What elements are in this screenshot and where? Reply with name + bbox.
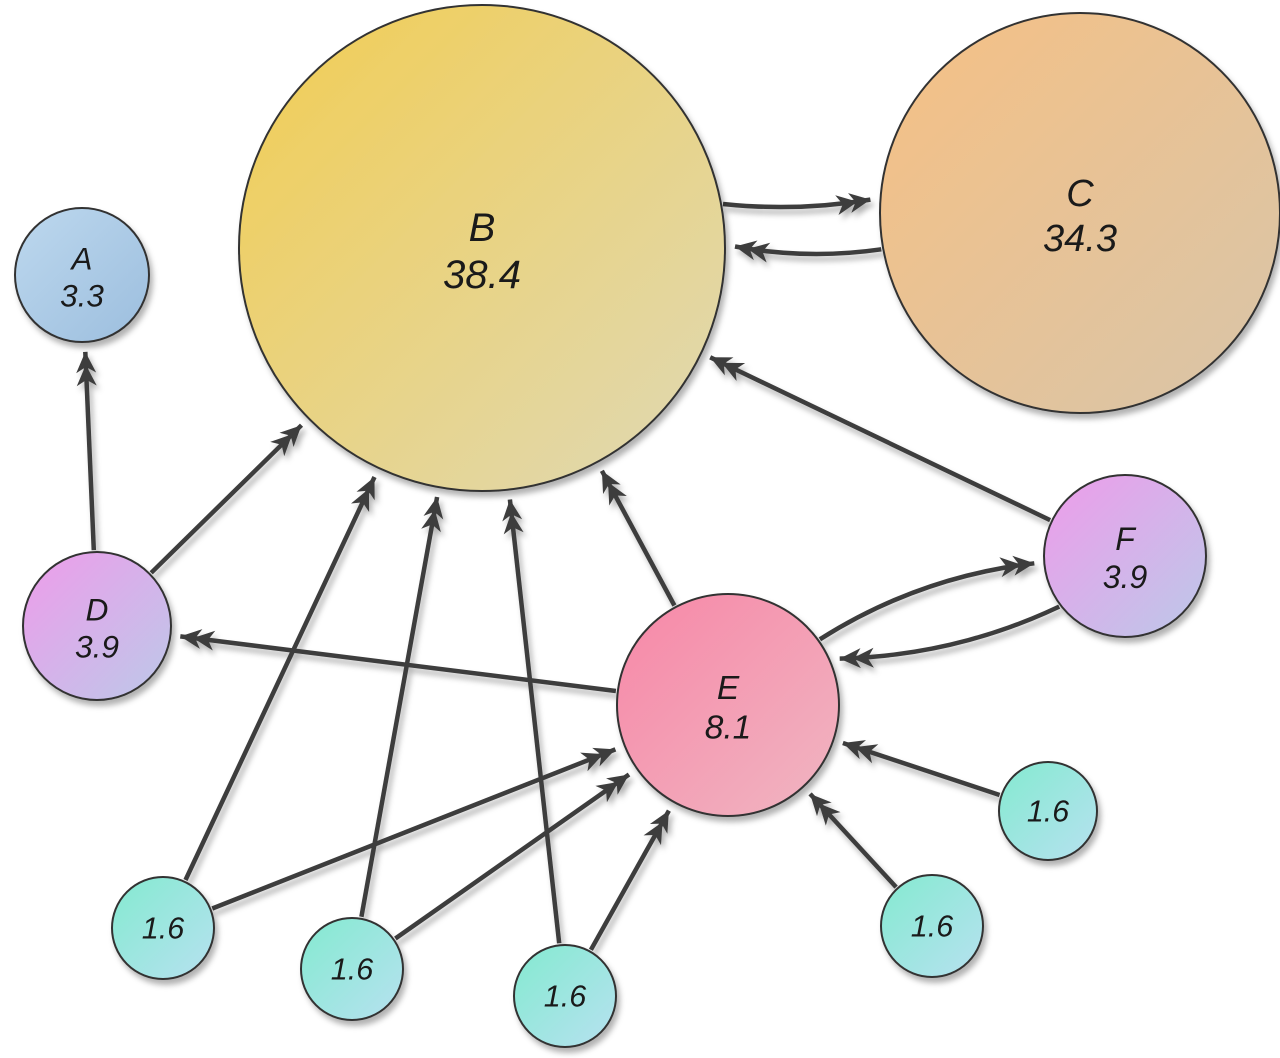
edge-s3-to-B xyxy=(502,499,562,944)
edge-F-to-E xyxy=(839,604,1061,669)
edge-s2-to-B xyxy=(359,496,444,918)
node-value-D: 3.9 xyxy=(75,629,119,665)
edge-E-to-D xyxy=(180,629,617,694)
node-label-E: E xyxy=(717,670,740,707)
node-A: A3.3 xyxy=(14,207,150,343)
node-value-s2: 1.6 xyxy=(331,953,375,987)
node-value-F: 3.9 xyxy=(1103,559,1148,595)
node-s5: 1.6 xyxy=(998,761,1098,861)
edge-s5-to-E xyxy=(842,740,1001,798)
node-D: D3.9 xyxy=(22,551,172,701)
edge-D-to-B xyxy=(149,423,304,575)
node-value-E: 8.1 xyxy=(705,710,752,747)
edge-s2-to-E xyxy=(394,772,631,941)
node-value-s3: 1.6 xyxy=(544,980,588,1014)
nodes-layer: A3.3B38.4C34.3D3.9E8.1F3.91.61.61.61.61.… xyxy=(14,4,1280,1048)
edge-s4-to-E xyxy=(808,792,898,889)
node-circle-s1 xyxy=(111,876,215,980)
node-value-C: 34.3 xyxy=(1043,218,1117,260)
edge-D-to-A xyxy=(76,351,97,551)
node-circle-s3 xyxy=(513,944,617,1048)
node-circle-s5 xyxy=(998,761,1098,861)
edges-layer xyxy=(76,193,1061,951)
node-F: F3.9 xyxy=(1043,474,1207,638)
node-value-s1: 1.6 xyxy=(142,912,186,946)
node-circle-F xyxy=(1043,474,1207,638)
node-label-B: B xyxy=(469,206,496,250)
node-value-A: 3.3 xyxy=(60,278,104,313)
edge-F-to-B xyxy=(709,355,1052,523)
edge-s1-to-B xyxy=(183,476,377,881)
edge-B-to-C xyxy=(722,193,871,216)
edge-E-to-F xyxy=(818,555,1035,642)
node-s2: 1.6 xyxy=(300,917,404,1021)
node-circle-C xyxy=(879,12,1280,414)
node-label-C: C xyxy=(1066,173,1094,215)
node-circle-D xyxy=(22,551,172,701)
edge-s1-to-E xyxy=(211,747,617,911)
node-value-s5: 1.6 xyxy=(1027,795,1069,829)
node-circle-s4 xyxy=(880,874,984,978)
edge-s3-to-E xyxy=(588,809,671,951)
edge-E-to-B xyxy=(599,469,677,607)
node-value-B: 38.4 xyxy=(443,253,521,297)
node-s1: 1.6 xyxy=(111,876,215,980)
node-circle-s2 xyxy=(300,917,404,1021)
node-C: C34.3 xyxy=(879,12,1280,414)
node-s4: 1.6 xyxy=(880,874,984,978)
node-circle-A xyxy=(14,207,150,343)
node-E: E8.1 xyxy=(616,593,840,817)
node-B: B38.4 xyxy=(238,4,726,492)
node-s3: 1.6 xyxy=(513,944,617,1048)
node-label-A: A xyxy=(70,241,93,276)
node-label-F: F xyxy=(1115,521,1137,557)
node-circle-E xyxy=(616,593,840,817)
node-circle-B xyxy=(238,4,726,492)
node-value-s4: 1.6 xyxy=(911,910,955,944)
edge-C-to-B xyxy=(734,240,882,263)
node-label-D: D xyxy=(86,591,109,627)
